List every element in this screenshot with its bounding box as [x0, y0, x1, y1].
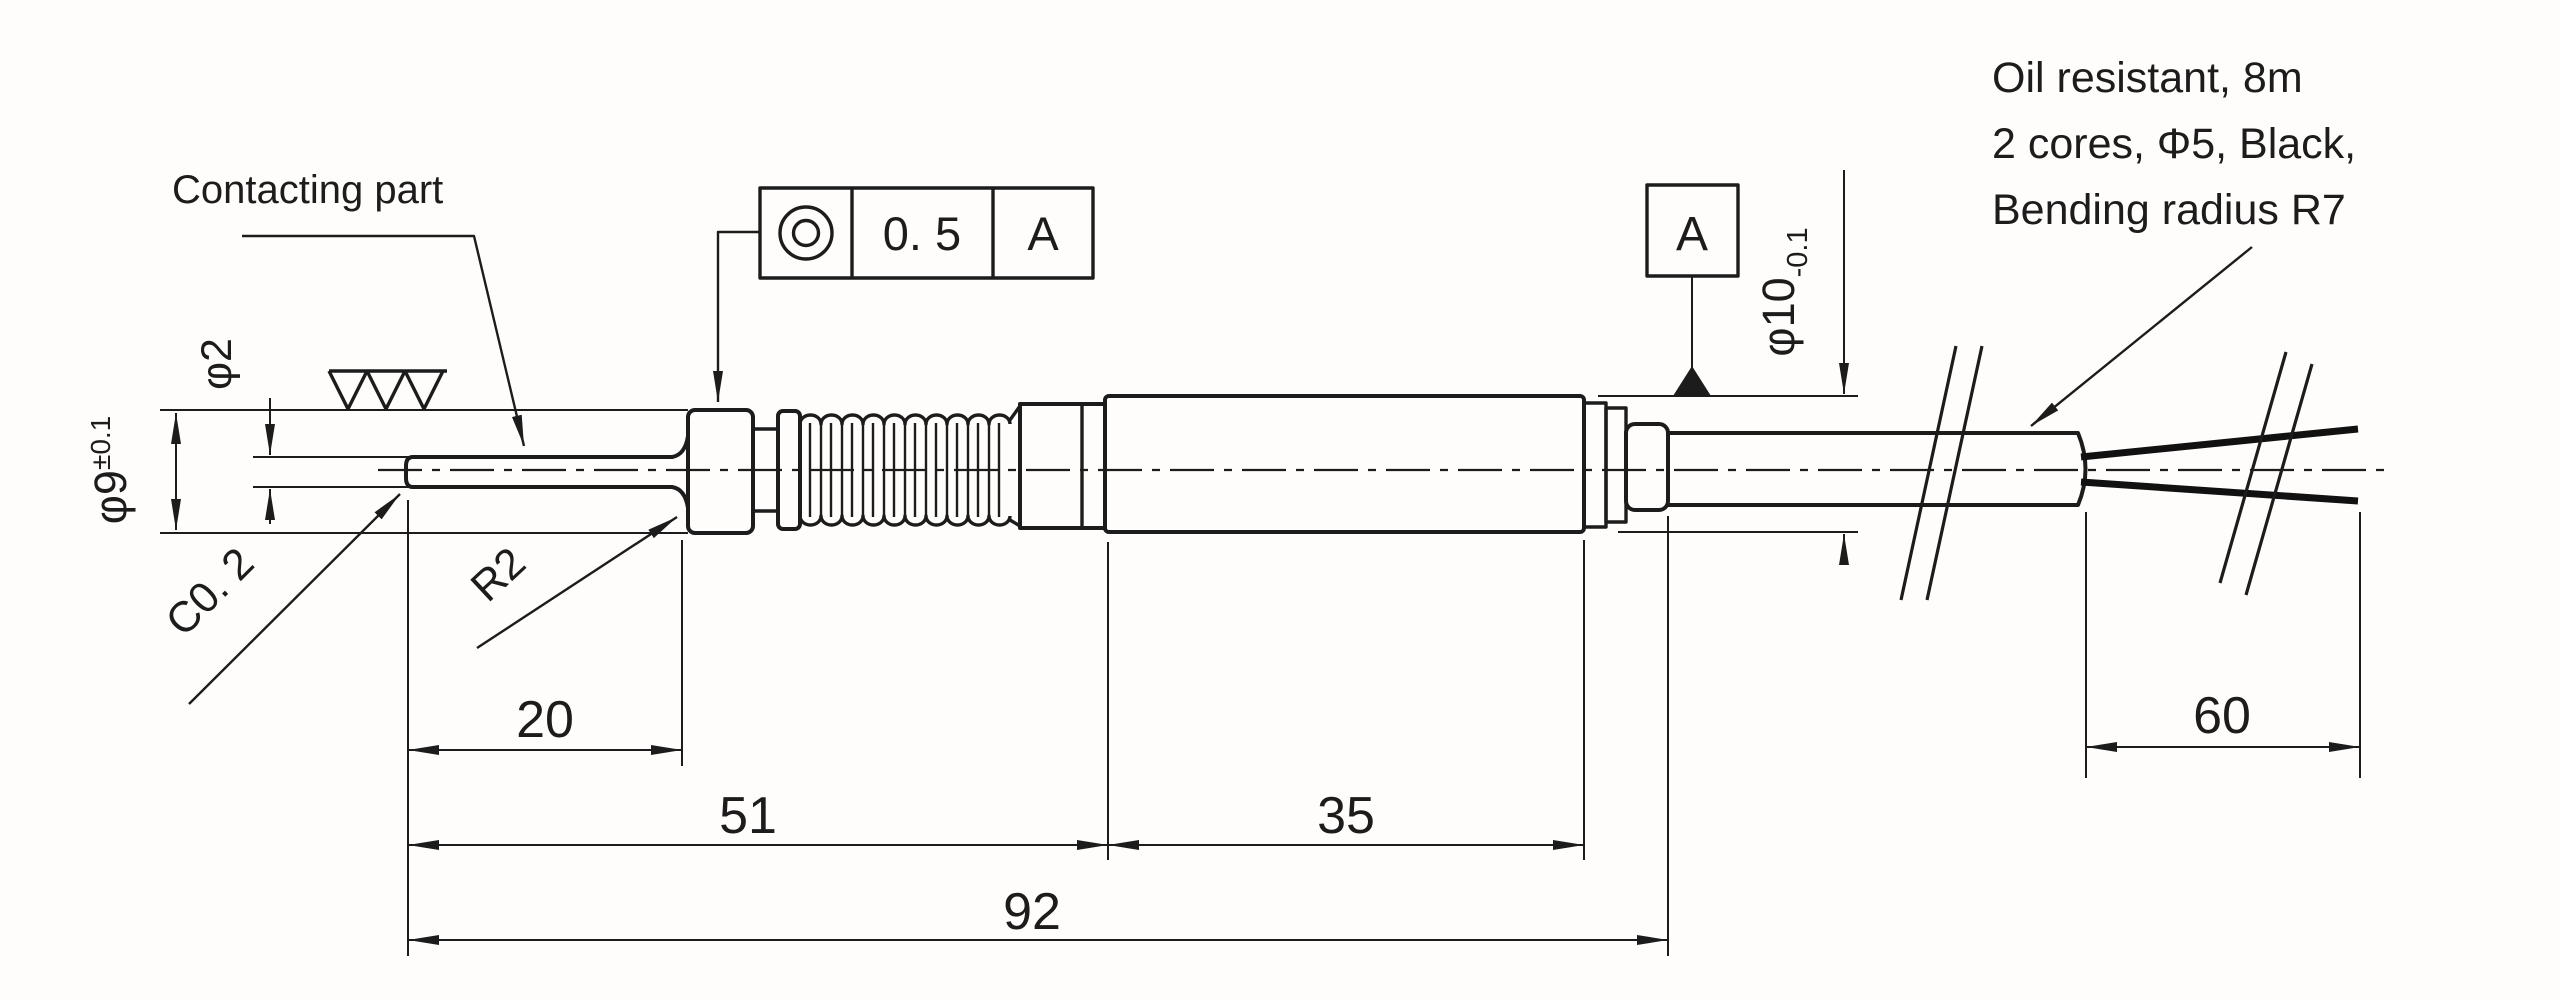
dia10-tolerance: -0.1 — [1782, 227, 1814, 277]
front-collar-outline — [776, 409, 802, 531]
dia10-value: φ10 — [1753, 277, 1804, 356]
cable-note-line2: 2 cores, Φ5, Black, — [1992, 120, 2356, 168]
lead-wire-bottom — [2080, 478, 2359, 505]
surface-finish-icon — [327, 369, 447, 411]
cable-note-line3: Bending radius R7 — [1992, 186, 2346, 234]
contacting-part-leader — [242, 234, 526, 447]
fcf-tolerance: 0. 5 — [883, 207, 961, 260]
rear-ring-2 — [1604, 406, 1628, 524]
dia9-value: φ9 — [85, 470, 136, 524]
probe-outline — [404, 345, 2359, 601]
dia9-label: φ9±0.1 — [85, 416, 136, 525]
main-body-outline — [1103, 394, 1586, 534]
cable-note-line1: Oil resistant, 8m — [1992, 54, 2303, 102]
bellows-ribs — [808, 423, 1001, 517]
rear-ring-1 — [1582, 401, 1608, 529]
dimension-lines — [171, 170, 2360, 945]
leader-lines — [188, 230, 2253, 705]
fcf-box — [758, 186, 1095, 280]
dim-92: 92 — [1003, 883, 1061, 941]
fillet-r2 — [670, 434, 690, 510]
dia9-tolerance: ±0.1 — [85, 416, 116, 470]
dia2-label: φ2 — [193, 338, 241, 390]
lead-wire-top — [2080, 425, 2359, 461]
wire-break-mark — [2218, 351, 2314, 596]
bellows-bottom — [798, 514, 1012, 527]
extension-lines — [160, 395, 2361, 956]
rear-collar — [1624, 422, 1670, 512]
fillet-label: R2 — [462, 538, 535, 611]
dia10-label: φ10-0.1 — [1753, 227, 1814, 356]
dim-35: 35 — [1317, 787, 1375, 845]
contacting-part-label: Contacting part — [172, 168, 443, 212]
dim-60: 60 — [2193, 687, 2251, 745]
concentricity-icon — [778, 205, 834, 261]
chamfer-label: C0. 2 — [157, 539, 264, 646]
mid-block-outline — [1018, 402, 1107, 530]
dim-20: 20 — [516, 691, 574, 749]
cable-note-leader — [2030, 246, 2253, 427]
cable-note: Oil resistant, 8m 2 cores, Φ5, Black, Be… — [1992, 54, 2356, 234]
flange-outline — [686, 408, 755, 535]
datum-triangle-icon — [1673, 366, 1711, 396]
probe-tip-outline — [404, 455, 674, 489]
fcf-leader — [713, 230, 760, 402]
fillet-leader — [476, 515, 678, 650]
chamfer-leader — [188, 493, 401, 705]
feature-control-frame: 0. 5 A — [758, 186, 1095, 280]
dim-51: 51 — [719, 787, 777, 845]
concentricity-icon-inner — [791, 218, 821, 248]
dimension-values: 20 51 35 92 60 — [516, 687, 2251, 941]
datum-flag: A — [1645, 183, 1740, 396]
cable-break-mark — [1899, 345, 1984, 601]
cable-outline — [1666, 431, 2088, 507]
datum-label: A — [1676, 208, 1708, 261]
bellows-top — [798, 413, 1012, 426]
fcf-datum-ref: A — [1027, 207, 1059, 260]
